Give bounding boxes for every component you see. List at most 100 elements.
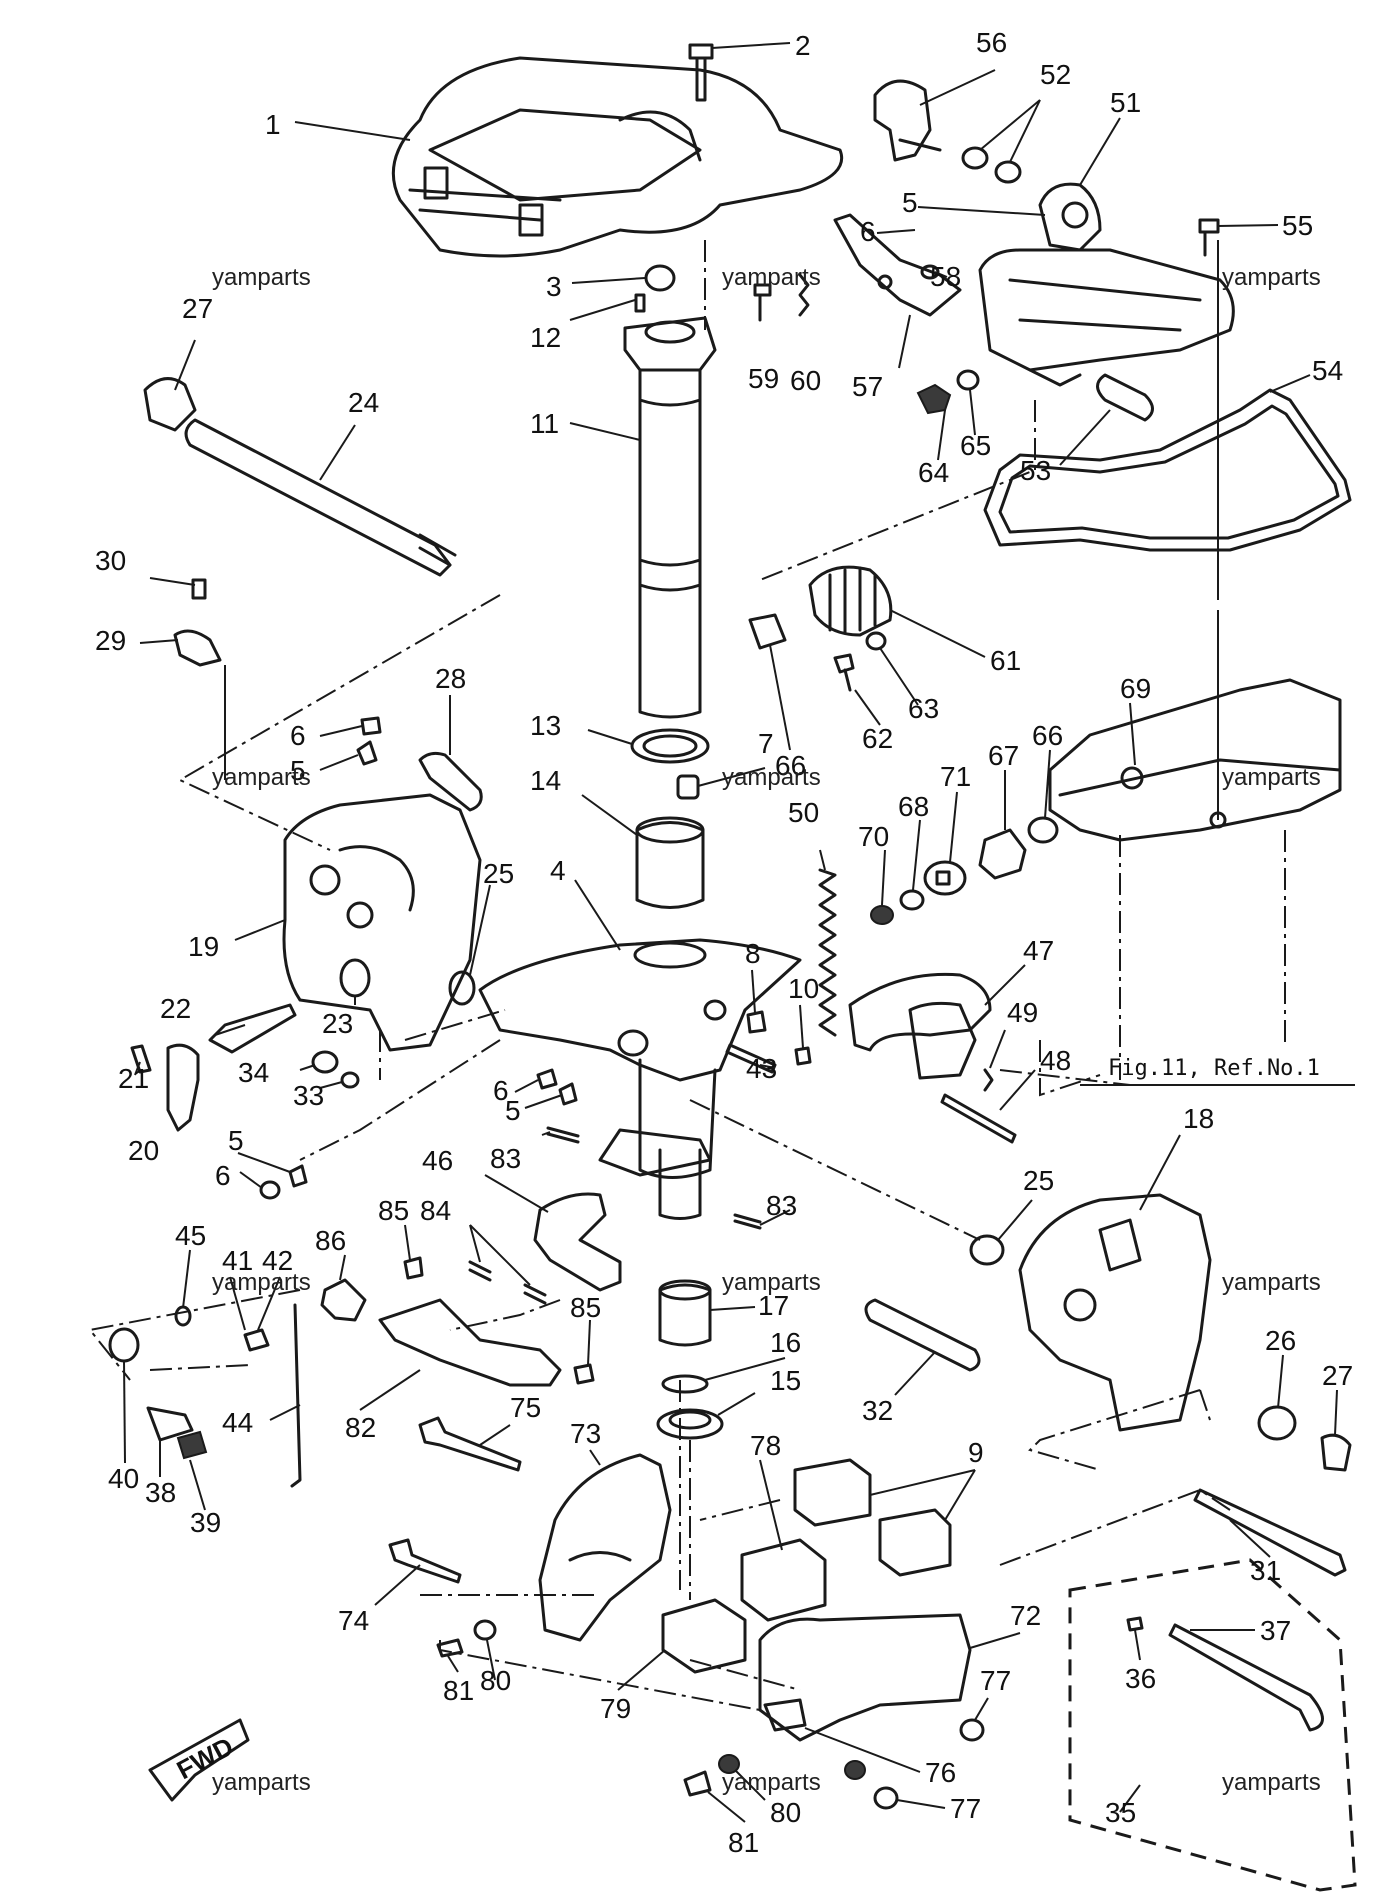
callout: 30 [95, 545, 126, 576]
bushing-15 [656, 1408, 724, 1440]
callout: 81 [443, 1675, 474, 1706]
callout: 57 [852, 371, 883, 402]
callout: 16 [770, 1327, 801, 1358]
callout: 44 [222, 1407, 253, 1438]
pin-32 [864, 1298, 981, 1372]
callout: 67 [988, 740, 1019, 771]
steering-handle-bracket [391, 56, 843, 258]
gasket-54 [983, 388, 1352, 552]
nut-3 [644, 264, 676, 292]
bolt-85a [403, 1256, 424, 1280]
watermark: yamparts [722, 264, 821, 291]
callout: 11 [530, 408, 559, 439]
reference-note-text: Fig.11, Ref.No.1 [1108, 1056, 1320, 1081]
callout: 50 [788, 797, 819, 828]
collar-86 [320, 1278, 367, 1322]
callout: 66 [775, 750, 806, 781]
callout: 82 [345, 1412, 376, 1443]
watermark: yamparts [212, 1269, 311, 1296]
watermark: yamparts [1222, 764, 1321, 791]
watermark: yamparts [212, 1769, 311, 1796]
callout: 24 [348, 387, 379, 418]
callout: 52 [1040, 59, 1071, 90]
callout: 86 [315, 1225, 346, 1256]
group-lines [88, 400, 1357, 1892]
callout: 17 [758, 1290, 789, 1321]
callout: 73 [570, 1418, 601, 1449]
bushing-13 [630, 728, 710, 764]
callout: 60 [790, 365, 821, 396]
collar-28 [418, 751, 483, 812]
callout: 81 [728, 1827, 759, 1858]
callout: 74 [338, 1605, 369, 1636]
cushion-40 [108, 1327, 140, 1363]
callout: 27 [182, 293, 213, 324]
washer-65 [956, 369, 980, 391]
bracket-47 [848, 972, 992, 1080]
washer-25b [969, 1234, 1005, 1266]
bolt-75 [418, 1416, 522, 1472]
callout: 77 [950, 1793, 981, 1824]
callout: 36 [1125, 1663, 1156, 1694]
callout: 3 [546, 271, 562, 302]
tiller-handle-bracket-56 [873, 79, 942, 162]
callout: 6 [860, 216, 876, 247]
springs-84 [468, 1260, 547, 1305]
upper-mount-plate [978, 248, 1235, 387]
washer-80a [473, 1619, 497, 1641]
callout: 54 [1312, 355, 1343, 386]
bracket-76 [763, 1698, 807, 1732]
bracket-46 [533, 1192, 622, 1292]
bushing-17 [658, 1279, 712, 1347]
plug-29 [173, 629, 222, 667]
callout: 43 [746, 1053, 777, 1084]
clip-49 [983, 1068, 994, 1092]
callout: 2 [795, 30, 811, 61]
callout: 8 [745, 938, 761, 969]
watermark: yamparts [1222, 1769, 1321, 1796]
nut-6a [360, 716, 382, 736]
callout: 47 [1023, 935, 1054, 966]
swivel-bracket-4 [478, 938, 802, 1220]
callout: 84 [420, 1195, 451, 1226]
spring-assembly-61 [808, 565, 893, 637]
callout: 70 [858, 821, 889, 852]
callout: 66 [1032, 720, 1063, 751]
callout: 76 [925, 1757, 956, 1788]
relays-9 [793, 1458, 952, 1577]
callout: 9 [968, 1437, 984, 1468]
plate-71 [923, 860, 967, 896]
bushing-67 [978, 828, 1027, 880]
callout: 21 [118, 1063, 149, 1094]
callout: 10 [788, 973, 819, 1004]
bolt-81b [683, 1770, 712, 1797]
callout: 37 [1260, 1615, 1291, 1646]
spring-60 [798, 273, 810, 317]
callout: 34 [238, 1057, 269, 1088]
washer-33 [340, 1071, 360, 1089]
callout: 49 [1007, 997, 1038, 1028]
pin-43 [725, 1043, 777, 1074]
bolt-22 [208, 1003, 297, 1054]
bolt-62 [833, 653, 855, 692]
bolt-85b [573, 1363, 595, 1385]
washer-80b [718, 1754, 740, 1774]
callout: 80 [480, 1665, 511, 1696]
callout-labels: 1 2 3 12 11 56 52 51 5 6 55 58 59 60 57 … [95, 27, 1353, 1858]
callout: 25 [483, 858, 514, 889]
bracket-73 [538, 1453, 672, 1642]
callout: 5 [228, 1125, 244, 1156]
callout: 5 [505, 1095, 521, 1126]
watermark: yamparts [722, 1269, 821, 1296]
bracket-51 [1038, 182, 1102, 252]
callout: 6 [493, 1075, 509, 1106]
callout: 7 [758, 728, 774, 759]
watermark: yamparts [212, 764, 311, 791]
block-39 [176, 1430, 208, 1460]
watermark: yamparts [722, 1769, 821, 1796]
callout: 23 [322, 1008, 353, 1039]
callout: 1 [265, 109, 281, 140]
callout: 22 [160, 993, 191, 1024]
callout: 6 [290, 720, 306, 751]
